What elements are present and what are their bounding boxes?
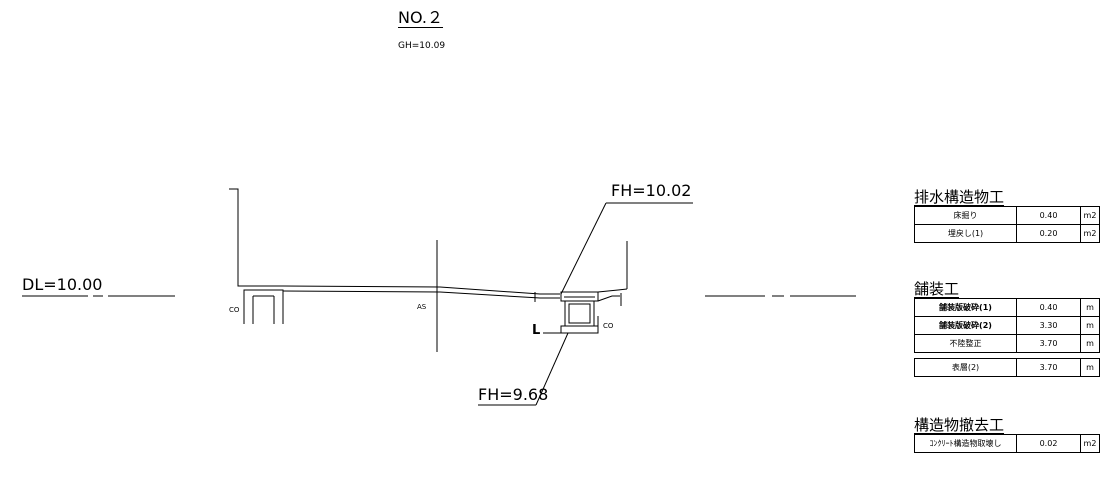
demolition-table: ｺﾝｸﾘｰﾄ構造物取壊し 0.02 m2 xyxy=(914,434,1100,453)
demolition-title: 構造物撤去工 xyxy=(914,416,1005,434)
drainage-title: 排水構造物工 xyxy=(914,188,1005,206)
demolition-section: 構造物撤去工 ｺﾝｸﾘｰﾄ構造物取壊し 0.02 m2 xyxy=(914,418,1100,453)
item-value: 3.70 xyxy=(1016,334,1081,353)
fh-lower-leader xyxy=(535,332,569,406)
item-name: ｺﾝｸﾘｰﾄ構造物取壊し xyxy=(914,434,1017,453)
item-name: 表層(2) xyxy=(914,358,1017,377)
paving-table: 舗装版破砕(1) 0.40 m 舗装版破砕(2) 3.30 m 不陸整正 3.7… xyxy=(914,298,1100,353)
item-unit: m2 xyxy=(1080,206,1100,225)
surface-section: 表層(2) 3.70 m xyxy=(914,358,1100,377)
item-name: 舗装版破砕(1) xyxy=(914,298,1017,317)
surface-table: 表層(2) 3.70 m xyxy=(914,358,1100,377)
ground-height: GH=10.09 xyxy=(398,41,446,51)
co-right-label: CO xyxy=(603,322,614,330)
fh-upper-label: FH=10.02 xyxy=(611,181,692,200)
as-label: AS xyxy=(417,303,427,311)
item-value: 0.20 xyxy=(1016,224,1081,243)
left-gutter xyxy=(243,289,284,324)
item-value: 0.40 xyxy=(1016,298,1081,317)
drain-lid xyxy=(560,291,599,302)
right-slope xyxy=(597,295,620,302)
item-name: 埋戻し(1) xyxy=(914,224,1017,243)
drainage-section: 排水構造物工 床掘り 0.40 m2 埋戻し(1) 0.20 m2 xyxy=(914,190,1100,243)
table-row: 表層(2) 3.70 m xyxy=(914,358,1100,377)
station-title: NO.２ xyxy=(398,8,444,27)
drain-inner xyxy=(568,303,591,324)
fh-upper-leader xyxy=(560,202,607,295)
item-unit: m2 xyxy=(1080,434,1100,453)
table-row: 床掘り 0.40 m2 xyxy=(914,206,1100,225)
item-name: 床掘り xyxy=(914,206,1017,225)
item-value: 0.40 xyxy=(1016,206,1081,225)
item-name: 不陸整正 xyxy=(914,334,1017,353)
item-value: 3.30 xyxy=(1016,316,1081,335)
l-mark-label: L xyxy=(532,323,541,338)
drainage-table: 床掘り 0.40 m2 埋戻し(1) 0.20 m2 xyxy=(914,206,1100,243)
item-unit: m xyxy=(1080,316,1100,335)
item-value: 3.70 xyxy=(1016,358,1081,377)
paving-section: 舗装工 舗装版破砕(1) 0.40 m 舗装版破砕(2) 3.30 m 不陸整正… xyxy=(914,282,1100,353)
table-row: 不陸整正 3.70 m xyxy=(914,334,1100,353)
road-surface-top xyxy=(282,285,560,295)
item-unit: m xyxy=(1080,358,1100,377)
item-unit: m2 xyxy=(1080,224,1100,243)
table-row: 埋戻し(1) 0.20 m2 xyxy=(914,224,1100,243)
table-row: 舗装版破砕(1) 0.40 m xyxy=(914,298,1100,317)
design-level-label: DL=10.00 xyxy=(22,275,103,294)
left-wall-outline xyxy=(229,188,283,287)
right-ground xyxy=(597,288,628,293)
co-left-label: CO xyxy=(229,306,240,314)
drain-base xyxy=(560,325,599,334)
road-surface-bottom xyxy=(282,290,560,299)
item-name: 舗装版破砕(2) xyxy=(914,316,1017,335)
item-unit: m xyxy=(1080,334,1100,353)
paving-title: 舗装工 xyxy=(914,280,960,298)
table-row: ｺﾝｸﾘｰﾄ構造物取壊し 0.02 m2 xyxy=(914,434,1100,453)
item-value: 0.02 xyxy=(1016,434,1081,453)
fh-lower-label: FH=9.68 xyxy=(478,385,549,404)
item-unit: m xyxy=(1080,298,1100,317)
table-row: 舗装版破砕(2) 3.30 m xyxy=(914,316,1100,335)
